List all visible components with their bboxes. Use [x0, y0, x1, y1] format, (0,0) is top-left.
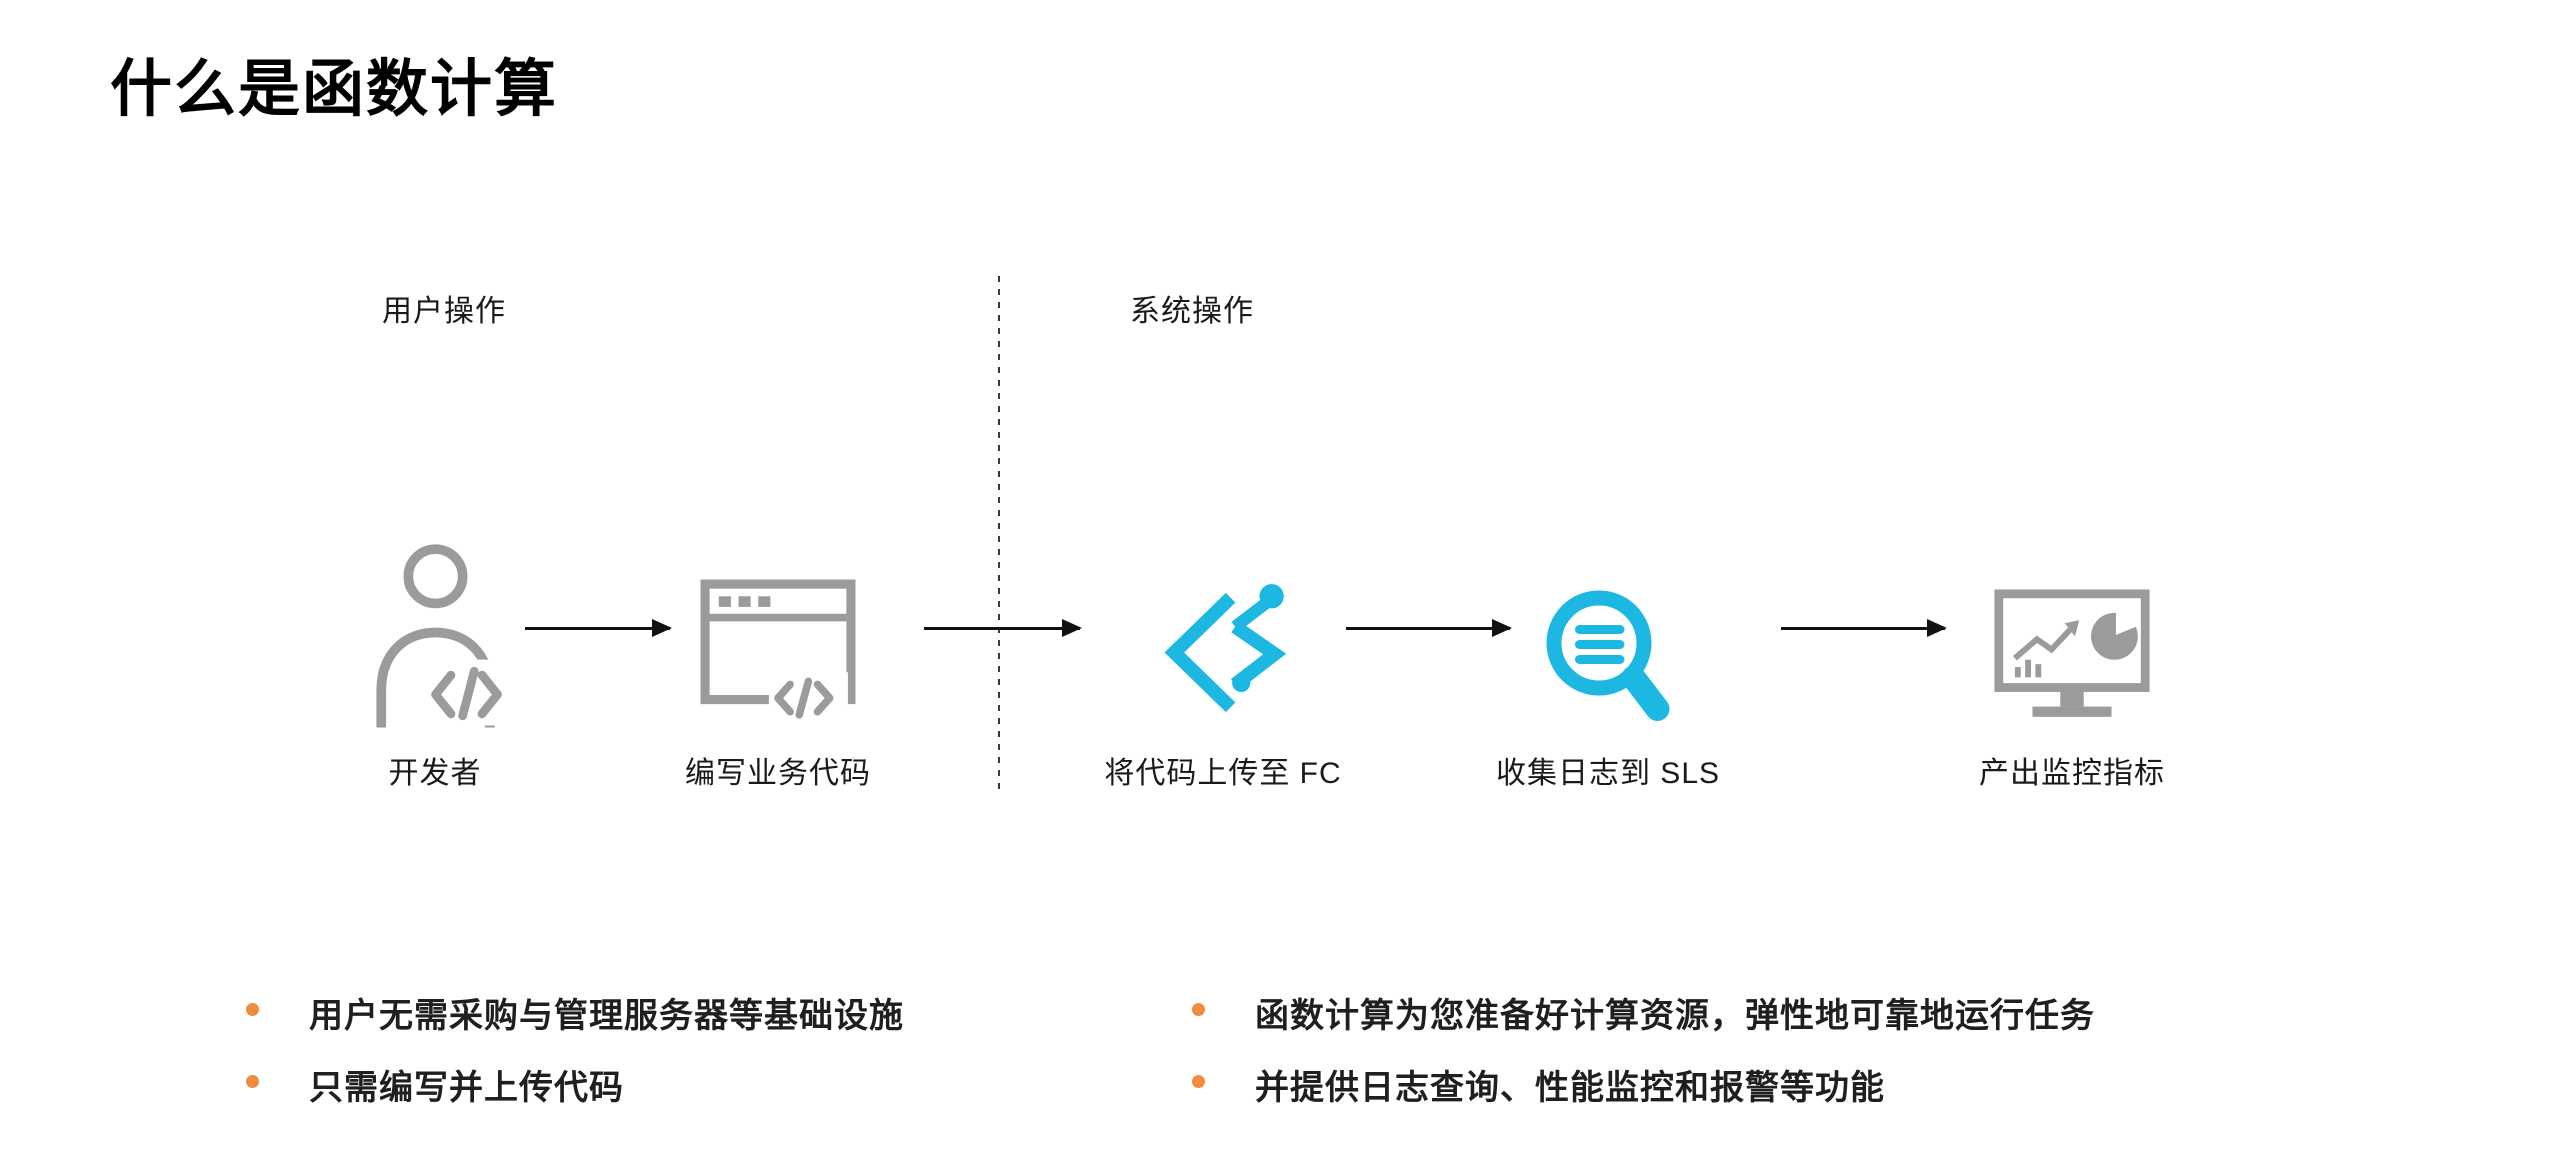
- flow-node-label-developer: 开发者: [388, 757, 482, 790]
- flow-arrow-3: [1346, 619, 1512, 637]
- flow-node-write-code: 编写业务代码: [608, 512, 948, 792]
- flow-arrow-4: [1781, 619, 1947, 637]
- bullet-left-1: 用户无需采购与管理服务器等基础设施: [246, 988, 904, 1037]
- flow-node-upload-fc: 将代码上传至 FC: [1053, 512, 1393, 792]
- flow-arrow-1: [525, 619, 672, 637]
- fc-icon-box: [1147, 512, 1299, 730]
- sls-icon-box: [1533, 512, 1683, 730]
- flow-node-label-write-code: 编写业务代码: [685, 757, 871, 790]
- flow-arrow-2: [924, 619, 1082, 637]
- bullet-right-2-text: 并提供日志查询、性能监控和报警等功能: [1255, 1069, 1885, 1107]
- flow-node-collect-sls: 收集日志到 SLS: [1438, 512, 1778, 792]
- sls-log-search-icon: [1546, 590, 1670, 721]
- flow-node-developer: 开发者: [265, 512, 605, 792]
- bullet-dot-icon: [246, 1075, 259, 1088]
- dashed-divider: [998, 276, 1000, 793]
- bullet-left-2: 只需编写并上传代码: [246, 1060, 624, 1109]
- bullet-left-2-text: 只需编写并上传代码: [309, 1069, 624, 1107]
- page-title: 什么是函数计算: [110, 55, 559, 124]
- bullet-left-1-text: 用户无需采购与管理服务器等基础设施: [309, 997, 904, 1035]
- monitor-icon-box: [1991, 512, 2153, 730]
- bullet-dot-icon: [246, 1003, 259, 1016]
- bullet-dot-icon: [1192, 1003, 1205, 1016]
- flow-node-label-collect-sls: 收集日志到 SLS: [1495, 757, 1721, 790]
- code-editor-icon: [700, 579, 856, 727]
- flow-node-metrics: 产出监控指标: [1902, 512, 2242, 792]
- section-label-system-operations: 系统操作: [1130, 295, 1254, 328]
- section-label-user-operations: 用户操作: [382, 295, 506, 328]
- flow-node-label-upload-fc: 将代码上传至 FC: [1104, 757, 1342, 790]
- monitor-metrics-icon: [1994, 589, 2150, 717]
- bullet-right-2: 并提供日志查询、性能监控和报警等功能: [1192, 1060, 1885, 1109]
- developer-icon-box: [358, 512, 513, 730]
- bullet-right-1-text: 函数计算为您准备好计算资源，弹性地可靠地运行任务: [1255, 997, 2095, 1035]
- flow-node-label-metrics: 产出监控指标: [1979, 757, 2165, 790]
- bullet-right-1: 函数计算为您准备好计算资源，弹性地可靠地运行任务: [1192, 988, 2095, 1037]
- developer-icon: [375, 544, 513, 728]
- code-editor-icon-box: [699, 512, 857, 730]
- fc-function-compute-icon: [1164, 584, 1287, 713]
- bullet-dot-icon: [1192, 1075, 1205, 1088]
